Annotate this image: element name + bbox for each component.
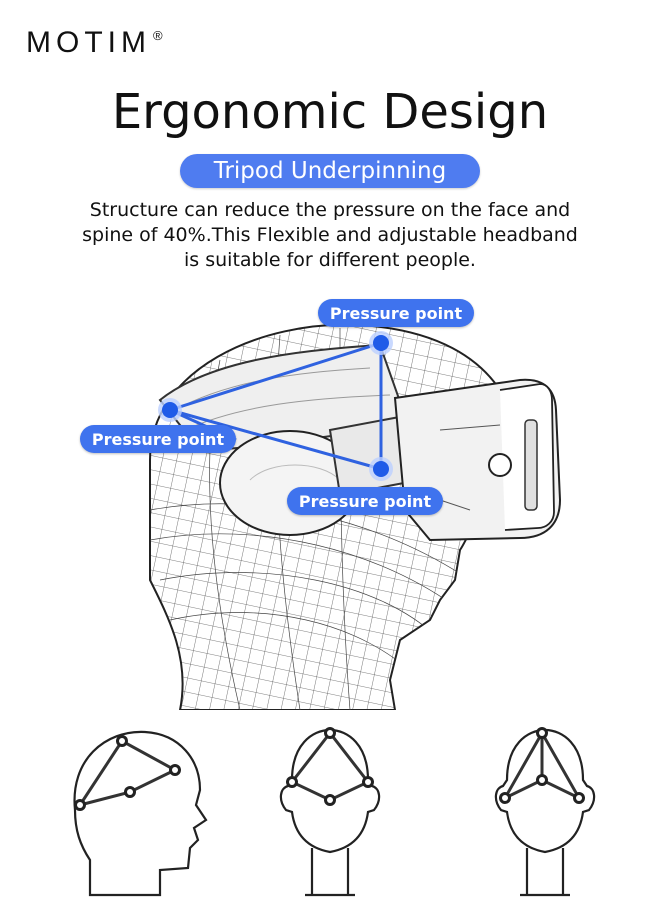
description-line-1: Structure can reduce the pressure on the… xyxy=(89,199,571,221)
wireframe-head-illustration xyxy=(149,323,562,710)
page-title: Ergonomic Design xyxy=(111,84,549,140)
feature-badge: Tripod Underpinning xyxy=(180,154,480,188)
description-line-2: spine of 40%.This Flexible and adjustabl… xyxy=(82,224,578,246)
pressure-point-label-left: Pressure point xyxy=(80,425,236,453)
head-front-diagram-icon xyxy=(279,727,381,897)
registered-mark: ® xyxy=(152,28,163,43)
pressure-point-label-top: Pressure point xyxy=(318,299,474,327)
head-back-diagram-icon xyxy=(494,727,596,897)
description-line-3: is suitable for different people. xyxy=(184,249,476,271)
description: Structure can reduce the pressure on the… xyxy=(40,198,620,273)
brand-name: MOTIM xyxy=(26,26,151,59)
brand-logo: MOTIM® xyxy=(26,26,163,60)
head-side-diagram-icon xyxy=(73,730,208,897)
pressure-point-label-bottom: Pressure point xyxy=(287,487,443,515)
